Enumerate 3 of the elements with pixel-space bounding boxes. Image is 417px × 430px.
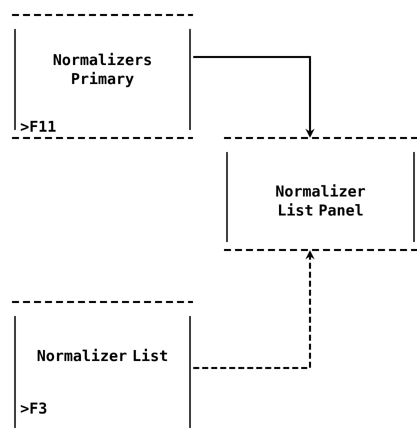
process-box: Normalizers Primary >F11	[12, 14, 193, 139]
process-box: Normalizer List >F3	[12, 301, 193, 428]
process-box: Normalizer List Panel	[224, 137, 417, 251]
